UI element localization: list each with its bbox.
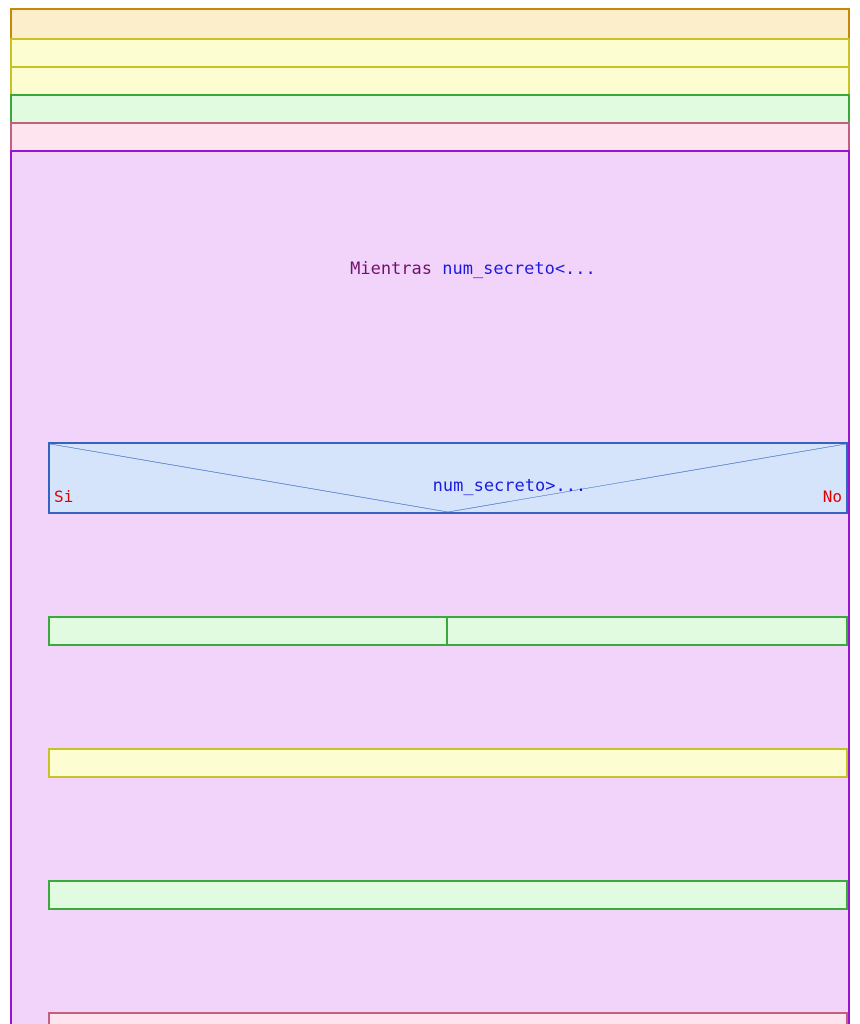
block-proceso-header[interactable]: Proceso Adivina_Numero <box>10 8 850 40</box>
decision-diamond-shape <box>50 444 846 512</box>
branch-label-no-mayor: No <box>822 487 842 506</box>
block-mientras-loop[interactable]: Mientras num_secreto<... num_secreto>...… <box>10 150 850 1024</box>
branch-label-si-mayor: Si <box>54 487 74 506</box>
block-if-num-secreto-mayor[interactable]: num_secreto>... Si No <box>48 442 848 514</box>
keyword-mientras: Mientras <box>350 259 443 279</box>
block-assign-intentos[interactable]: intentos<-10 <box>10 38 850 68</box>
block-leer-1[interactable]: Leer num_ingresado <box>10 122 850 152</box>
block-escribir-prompt[interactable]: Escribir 'Adivine el numero (de... <box>10 94 850 124</box>
block-escribir-le-quedan[interactable]: Escribir 'Le quedan ',intentos,... <box>48 880 848 910</box>
if-condition-text-mayor: num_secreto>... <box>50 447 846 512</box>
flowchart-canvas: Proceso Adivina_Numero intentos<-10 num_… <box>10 8 850 1024</box>
program-body: Proceso Adivina_Numero intentos<-10 num_… <box>10 8 850 1024</box>
if-mayor-cond: num_secreto>... <box>432 476 587 496</box>
mientras-condition: num_secreto<... <box>442 259 596 279</box>
block-assign-decrement[interactable]: intentos<-intentos-1 <box>48 748 848 778</box>
mientras-body: num_secreto>... Si No Escribir 'Muy bajo… <box>48 338 848 1024</box>
block-escribir-muy-bajo[interactable]: Escribir 'Muy bajo' <box>48 616 448 646</box>
block-leer-2[interactable]: Leer num_ingresado <box>48 1012 848 1024</box>
if-branches-mayor: Escribir 'Muy bajo' Escribir 'Muy alto' <box>48 616 848 646</box>
block-escribir-muy-alto[interactable]: Escribir 'Muy alto' <box>446 616 848 646</box>
block-assign-num-secreto[interactable]: num_secreto<-azar(100)+1 <box>10 66 850 96</box>
mientras-condition-header: Mientras num_secreto<... <box>12 230 848 279</box>
